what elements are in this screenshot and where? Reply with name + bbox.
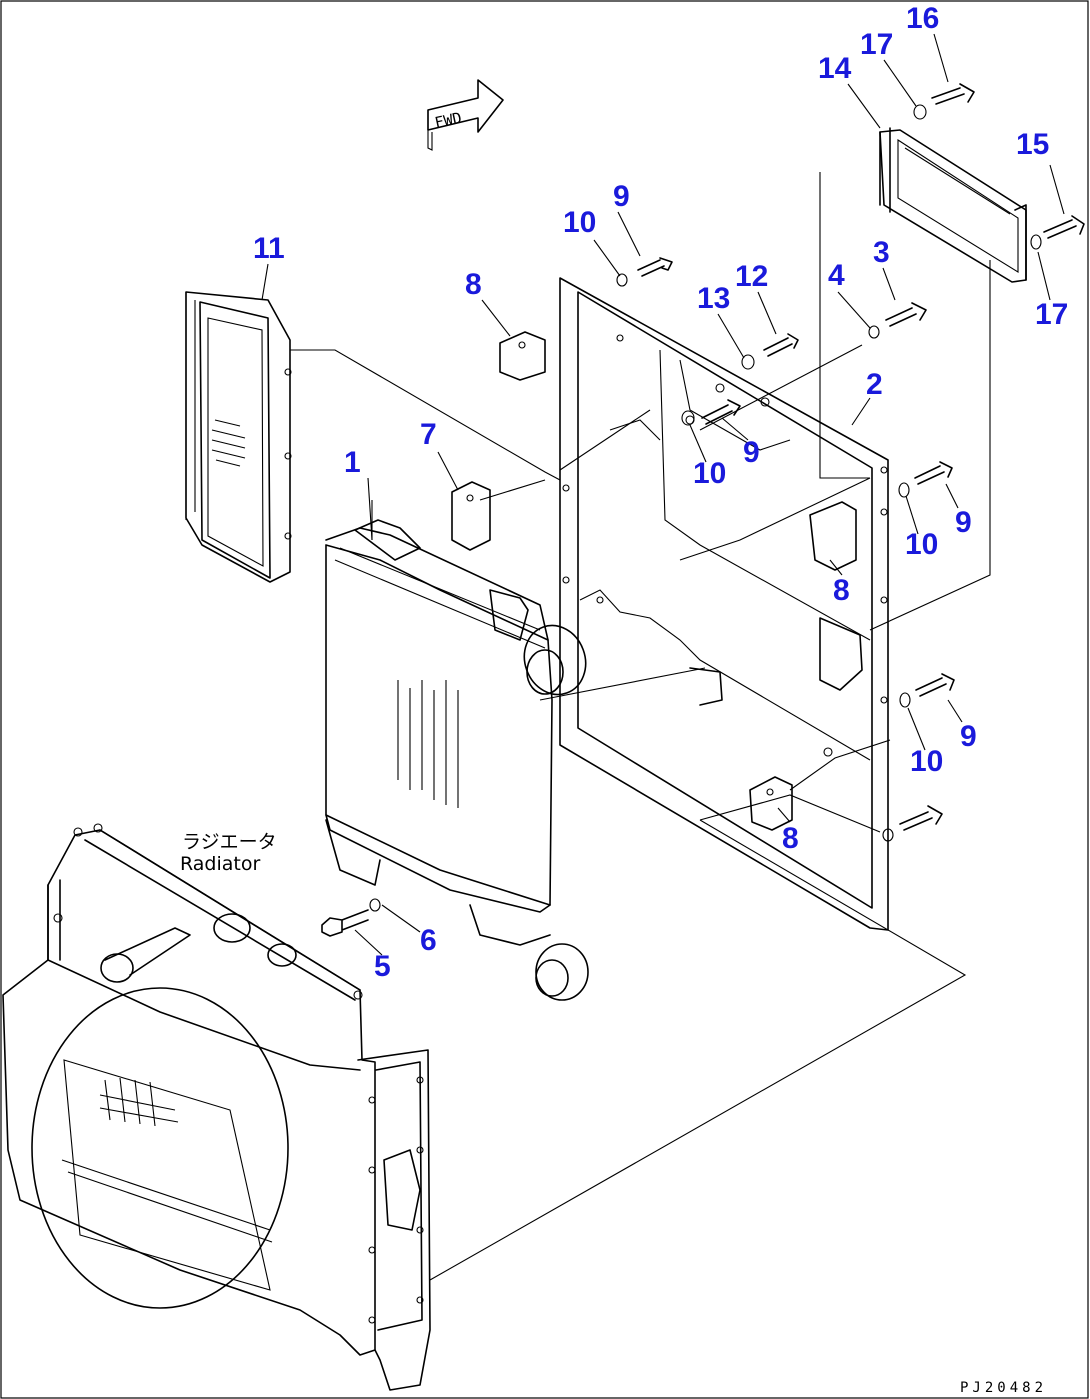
radiator-label-en: Radiator bbox=[180, 853, 260, 875]
callout-8a: 8 bbox=[465, 268, 482, 301]
callout-17b: 17 bbox=[1035, 298, 1068, 331]
radiator-label-jp: ラジエータ bbox=[182, 831, 277, 853]
callout-9d: 9 bbox=[960, 720, 977, 753]
callout-10a: 10 bbox=[563, 206, 596, 239]
part-callouts: 1 2 3 4 5 6 7 8 8 8 9 9 9 9 10 10 10 10 … bbox=[253, 2, 1068, 983]
part-7-bracket bbox=[451, 481, 491, 551]
assembly-leader-lines bbox=[290, 172, 991, 1281]
fwd-label: FWD bbox=[433, 109, 463, 132]
callout-4: 4 bbox=[828, 259, 845, 292]
callout-10d: 10 bbox=[910, 745, 943, 778]
part-11-side-cover bbox=[185, 291, 292, 583]
callout-10b: 10 bbox=[693, 457, 726, 490]
drawing-code: PJ20482 bbox=[960, 1380, 1047, 1396]
callout-9b: 9 bbox=[743, 436, 760, 469]
callout-13: 13 bbox=[697, 282, 730, 315]
callout-9c: 9 bbox=[955, 506, 972, 539]
callout-2: 2 bbox=[866, 368, 883, 401]
callout-7: 7 bbox=[420, 418, 437, 451]
callout-14: 14 bbox=[818, 52, 852, 85]
part-2-shroud-frame bbox=[559, 277, 889, 931]
part-8-bracket-upper bbox=[499, 331, 546, 381]
part-14-upper-screen bbox=[879, 127, 1027, 283]
callout-9a: 9 bbox=[613, 180, 630, 213]
washer-icons bbox=[369, 104, 1042, 912]
callout-5: 5 bbox=[374, 950, 391, 983]
callout-17a: 17 bbox=[860, 28, 893, 61]
callout-1: 1 bbox=[344, 446, 361, 479]
callout-6: 6 bbox=[420, 924, 437, 957]
bolt-icons bbox=[321, 83, 1085, 937]
callout-8b: 8 bbox=[833, 574, 850, 607]
callout-8c: 8 bbox=[782, 822, 799, 855]
part-8-bracket-lower bbox=[749, 776, 793, 831]
callout-10c: 10 bbox=[905, 528, 938, 561]
callout-3: 3 bbox=[873, 236, 890, 269]
callout-11: 11 bbox=[253, 232, 285, 265]
callout-leaders bbox=[261, 33, 1065, 956]
part-1-radiator-core bbox=[325, 500, 589, 1001]
callout-16: 16 bbox=[906, 2, 939, 35]
radiator-assembly: ラジエータ Radiator bbox=[2, 823, 431, 1391]
fwd-arrow-icon: FWD bbox=[427, 79, 504, 151]
callout-12: 12 bbox=[735, 260, 768, 293]
callout-15: 15 bbox=[1016, 128, 1049, 161]
